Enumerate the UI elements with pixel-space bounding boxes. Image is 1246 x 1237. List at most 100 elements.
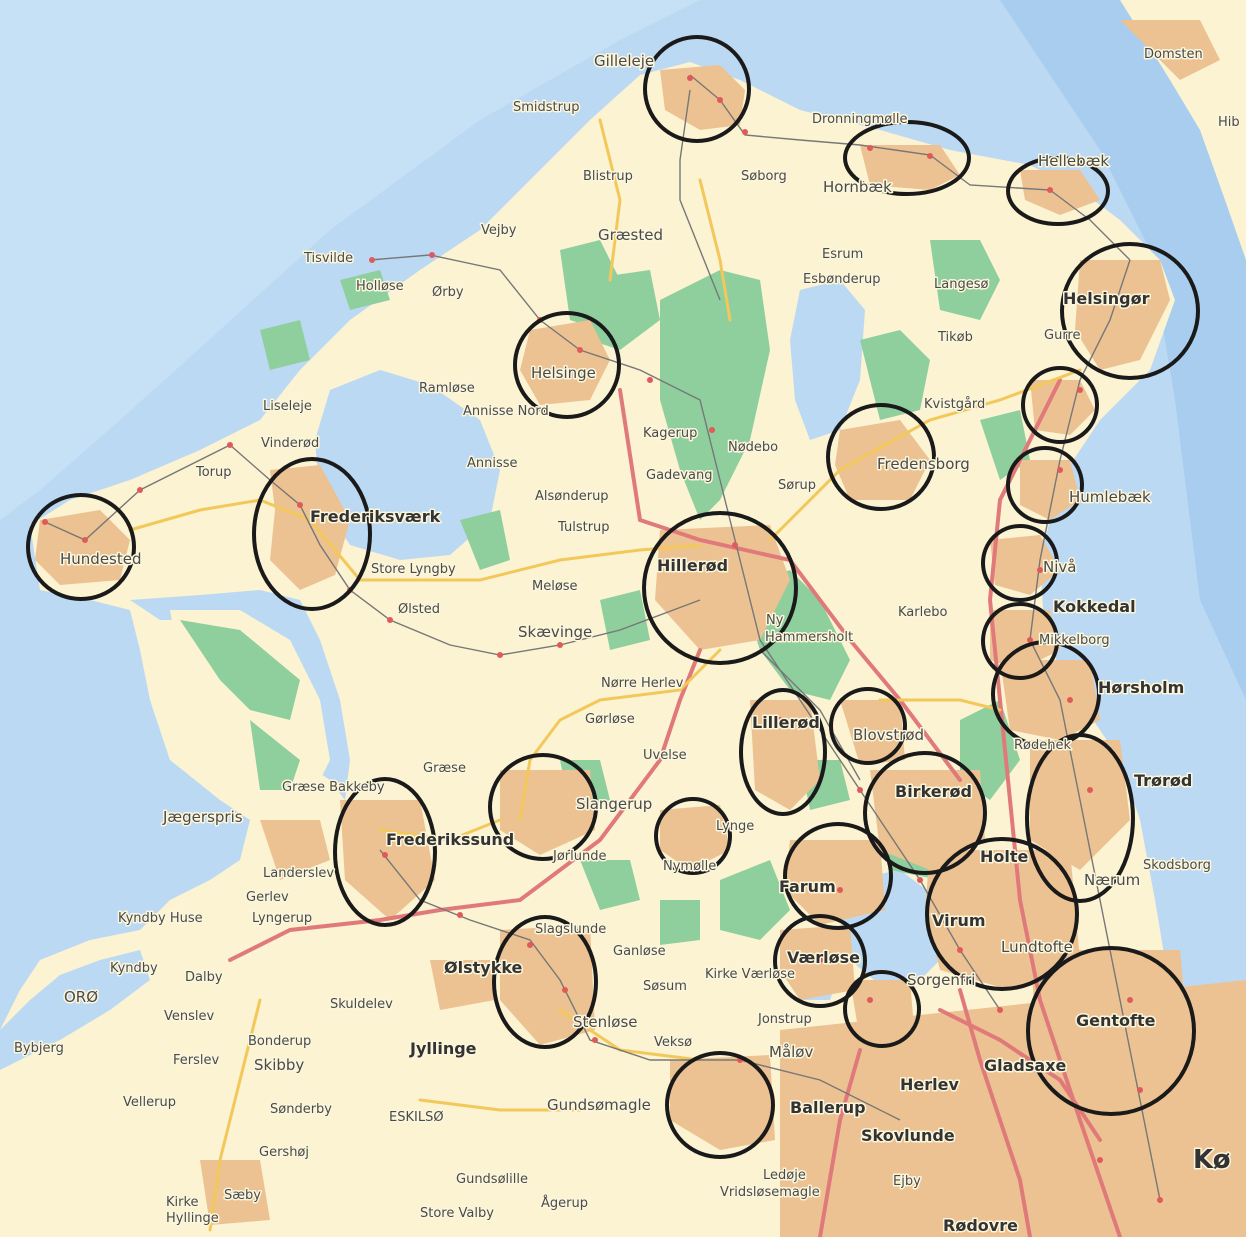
label-slangerup: Slangerup xyxy=(576,795,652,813)
circle-humlebaek xyxy=(1006,446,1084,524)
label-store-lyngby: Store Lyngby xyxy=(371,562,456,577)
circle-gentofte xyxy=(1026,946,1196,1116)
label-helsinge: Helsinge xyxy=(531,364,596,382)
label-blistrup: Blistrup xyxy=(583,169,633,184)
label-langeso: Langesø xyxy=(934,277,988,292)
label-ballerup: Ballerup xyxy=(790,1098,866,1117)
label-humlebaek: Humlebæk xyxy=(1069,488,1151,506)
circle-fredensborg xyxy=(826,403,936,511)
label-gurre: Gurre xyxy=(1044,328,1081,343)
label-saeby: Sæby xyxy=(224,1188,261,1203)
label-gershoj: Gershøj xyxy=(259,1145,309,1160)
label-farum: Farum xyxy=(779,877,836,896)
circle-sorgenfri xyxy=(843,970,921,1048)
label-gladsaxe: Gladsaxe xyxy=(984,1056,1067,1075)
circle-gilleleje xyxy=(643,35,751,143)
label-jorlunde: Jørlunde xyxy=(552,849,606,864)
label-virum: Virum xyxy=(932,911,986,930)
label-birkerod: Birkerød xyxy=(895,782,972,801)
label-helsingor: Helsingør xyxy=(1063,289,1150,308)
label-liseleje: Liseleje xyxy=(263,399,312,414)
label-lynge: Lynge xyxy=(716,819,754,834)
label-naerum: Nærum xyxy=(1084,871,1140,889)
label-dronningmolle: Dronningmølle xyxy=(812,112,907,127)
circle-farum xyxy=(783,822,893,930)
label-trorod: Trørød xyxy=(1134,771,1192,790)
circle-malov xyxy=(665,1051,775,1159)
label-slagslunde: Slagslunde xyxy=(535,922,606,937)
label-rodovre: Rødovre xyxy=(943,1216,1018,1235)
label-ganlose: Ganløse xyxy=(613,944,666,959)
label-store-valby: Store Valby xyxy=(420,1206,494,1221)
label-olstykke: Ølstykke xyxy=(444,958,523,977)
highlight-circles xyxy=(26,35,1200,1159)
circle-trorod xyxy=(1025,733,1135,903)
label-gorlose: Gørløse xyxy=(585,712,635,727)
label-vridslosemagle: Vridsløsemagle xyxy=(720,1185,820,1200)
label-hib: Hib xyxy=(1218,115,1240,130)
circle-kvistgard xyxy=(1021,366,1099,444)
label-ejby: Ejby xyxy=(893,1174,921,1189)
label-hundested: Hundested xyxy=(60,550,142,568)
circle-frederikssund xyxy=(333,777,437,927)
railways xyxy=(44,74,1161,1201)
sea-deep-channel xyxy=(1000,0,1246,700)
label-lillerod: Lillerød xyxy=(752,713,820,732)
label-vinderod: Vinderød xyxy=(261,436,319,451)
label-ferslev: Ferslev xyxy=(173,1053,219,1068)
label-esbonderup: Esbønderup xyxy=(803,272,881,287)
label-gadevang: Gadevang xyxy=(646,468,712,483)
label-torup: Torup xyxy=(195,465,232,480)
label-kokkedal: Kokkedal xyxy=(1053,597,1136,616)
label-norre-herlev: Nørre Herlev xyxy=(601,676,684,691)
label-soborg: Søborg xyxy=(741,169,787,184)
label-skodsborg: Skodsborg xyxy=(1143,858,1211,873)
label-holte: Holte xyxy=(980,847,1029,866)
station-dots xyxy=(42,75,1163,1203)
label-skovlunde: Skovlunde xyxy=(861,1126,955,1145)
label-gundsolille: Gundsølille xyxy=(456,1172,528,1187)
label-olsted: Ølsted xyxy=(398,602,440,617)
label-kirke: Kirke xyxy=(166,1195,199,1210)
label-blovstrod: Blovstrød xyxy=(853,726,924,744)
label-ledoje: Ledøje xyxy=(763,1168,806,1183)
label-tulstrup: Tulstrup xyxy=(557,520,610,535)
label-herlev: Herlev xyxy=(900,1075,959,1094)
label-hillerod: Hillerød xyxy=(657,556,728,575)
label-holloese: Holløse xyxy=(356,279,404,294)
label-esrum: Esrum xyxy=(822,247,863,262)
label-vellerup: Vellerup xyxy=(123,1095,176,1110)
label-jyllinge: Jyllinge xyxy=(409,1039,477,1058)
circle-blovstrod xyxy=(829,687,907,765)
label-fredensborg: Fredensborg xyxy=(877,455,970,473)
label-graested: Græsted xyxy=(598,226,663,244)
sea-shallow xyxy=(0,0,700,520)
label-kyndby-huse: Kyndby Huse xyxy=(118,911,203,926)
place-labels: Gilleleje Smidstrup Dronningmølle Domste… xyxy=(13,46,1242,1237)
circle-olstykke xyxy=(492,915,598,1049)
label-horsholm: Hørsholm xyxy=(1098,678,1184,697)
label-nymolle: Nymølle xyxy=(663,859,716,874)
label-rodehek: Rødehek xyxy=(1014,738,1071,753)
label-graese: Græse xyxy=(423,761,466,776)
sweden-coast xyxy=(1120,0,1246,260)
label-sosum: Søsum xyxy=(643,979,687,994)
circle-birkerod xyxy=(863,751,987,875)
label-jonstrup: Jonstrup xyxy=(757,1012,812,1027)
label-skuldelev: Skuldelev xyxy=(330,997,393,1012)
label-kirke-vaerlose: Kirke Værløse xyxy=(705,967,795,982)
label-domsten: Domsten xyxy=(1144,47,1203,62)
label-smidstrup: Smidstrup xyxy=(513,100,580,115)
label-mikkelborg: Mikkelborg xyxy=(1039,633,1110,648)
label-venslev: Venslev xyxy=(164,1009,215,1024)
label-tisvilde: Tisvilde xyxy=(303,251,353,266)
label-skaevinge: Skævinge xyxy=(518,623,592,641)
label-kvistgard: Kvistgård xyxy=(924,397,985,412)
circle-frederiksvaerk xyxy=(252,457,372,611)
label-gilleleje: Gilleleje xyxy=(594,52,654,70)
label-hammersholt: Hammersholt xyxy=(765,630,853,645)
label-hyllinge: Hyllinge xyxy=(166,1211,219,1226)
circle-niva xyxy=(981,524,1059,602)
label-karlebo: Karlebo xyxy=(898,605,947,620)
